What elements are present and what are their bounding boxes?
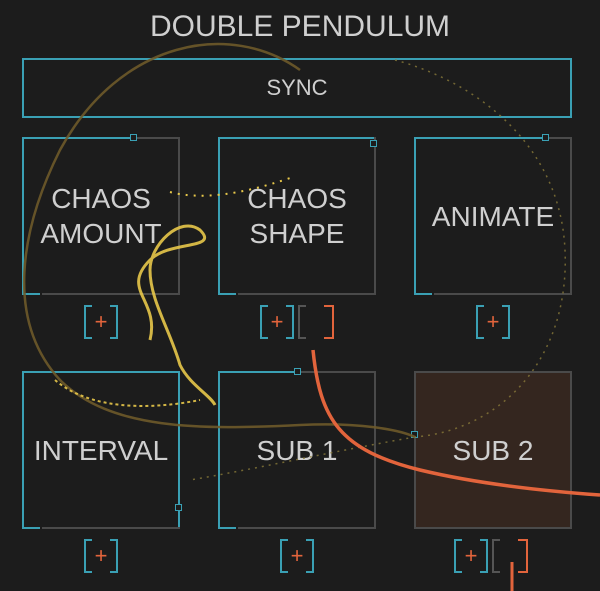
interval-label: INTERVAL: [33, 434, 169, 466]
sub2-tile[interactable]: SUB 2: [411, 371, 572, 529]
page-title: DOUBLE PENDULUM: [149, 10, 451, 43]
sub1-add-button[interactable]: +: [280, 539, 314, 573]
plus-icon: +: [94, 543, 108, 568]
sync-button[interactable]: SYNC: [22, 58, 572, 118]
sub2-add-button[interactable]: +: [454, 539, 488, 573]
chaos-amount-tile[interactable]: CHAOS AMOUNT: [22, 134, 180, 295]
animate-tile[interactable]: ANIMATE: [414, 134, 572, 295]
chaos-shape-tile[interactable]: CHAOS SHAPE: [218, 137, 377, 295]
chaos-amount-label: CHAOS AMOUNT: [40, 183, 162, 249]
interval-add-button[interactable]: +: [84, 539, 118, 573]
interval-tile[interactable]: INTERVAL: [22, 371, 182, 529]
chaos-amount-add-button[interactable]: +: [84, 305, 118, 339]
chaos-shape-link-bracket[interactable]: [298, 305, 334, 339]
plus-icon: +: [486, 309, 500, 334]
plus-icon: +: [290, 543, 304, 568]
plus-icon: +: [270, 309, 284, 334]
animate-add-button[interactable]: +: [476, 305, 510, 339]
sub2-link-bracket[interactable]: [492, 539, 528, 573]
sub1-label: SUB 1: [256, 434, 338, 466]
sub1-tile[interactable]: SUB 1: [218, 368, 376, 529]
chaos-shape-add-button[interactable]: +: [260, 305, 294, 339]
sub2-label: SUB 2: [452, 434, 534, 466]
chaos-shape-label: CHAOS SHAPE: [247, 183, 347, 249]
plus-icon: +: [464, 543, 478, 568]
animate-label: ANIMATE: [431, 200, 555, 232]
plus-icon: +: [94, 309, 108, 334]
